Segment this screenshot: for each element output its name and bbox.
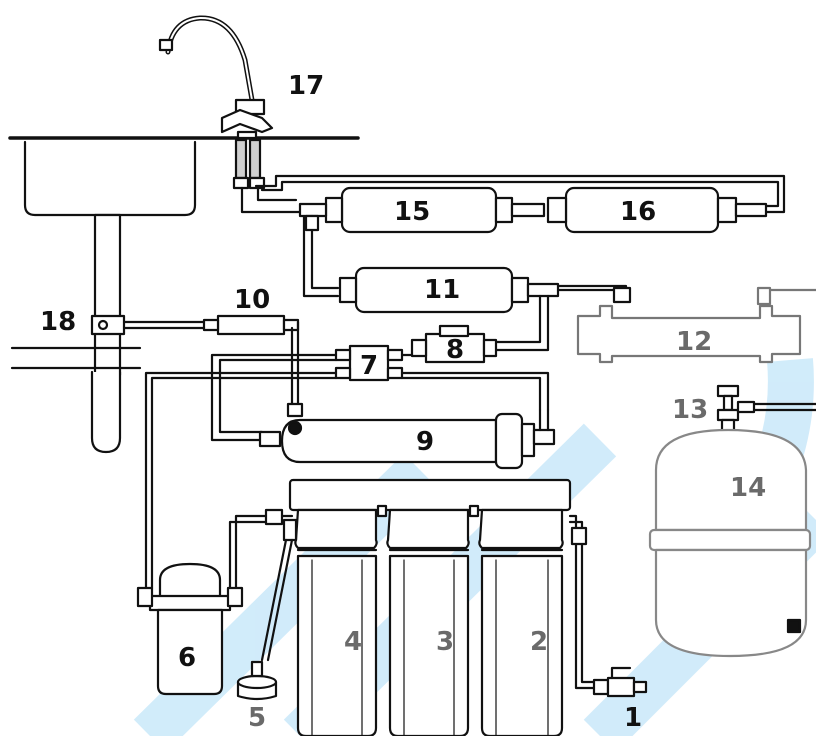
label-12: 12 [676, 327, 712, 357]
label-2: 2 [530, 627, 548, 657]
filter-housing-4 [294, 508, 378, 738]
filter-housing-3 [386, 508, 470, 738]
post-filter-15 [298, 186, 546, 234]
filter-housing-2 [478, 508, 564, 738]
label-10: 10 [234, 285, 270, 315]
label-3: 3 [436, 627, 454, 657]
membrane-11 [338, 266, 560, 314]
storage-tank-icon [648, 428, 812, 658]
tube-11-12 [556, 288, 622, 302]
label-17: 17 [288, 71, 324, 101]
faucet-tubing [240, 174, 786, 214]
label-13: 13 [672, 395, 708, 425]
tube-15-11 [310, 214, 340, 290]
filter-manifold [288, 478, 572, 512]
label-15: 15 [394, 197, 430, 227]
label-18: 18 [40, 307, 76, 337]
tank-valve-13 [716, 384, 756, 434]
label-7: 7 [360, 351, 378, 381]
post-filter-16 [546, 186, 768, 234]
ball-valve-icon [592, 666, 648, 698]
faucet-icon [158, 15, 274, 190]
label-14: 14 [730, 473, 766, 503]
label-1: 1 [624, 703, 642, 733]
sink-icon [8, 136, 360, 217]
label-16: 16 [620, 197, 656, 227]
component-labels: 1 2 3 4 5 6 7 8 9 10 11 12 13 14 15 16 1… [40, 71, 766, 733]
label-4: 4 [344, 627, 362, 657]
prefilter-6 [136, 562, 244, 696]
uv-lamp-12 [576, 304, 802, 364]
auto-shutoff-valve-8 [410, 324, 498, 364]
drain-plug-5 [236, 660, 278, 701]
label-9: 9 [416, 427, 434, 457]
label-11: 11 [424, 275, 460, 305]
membrane-housing-9 [258, 402, 556, 470]
label-8: 8 [446, 335, 464, 365]
drain-pipe [10, 213, 142, 454]
flow-restrictor-10 [202, 314, 300, 336]
label-5: 5 [248, 703, 266, 733]
label-6: 6 [178, 643, 196, 673]
